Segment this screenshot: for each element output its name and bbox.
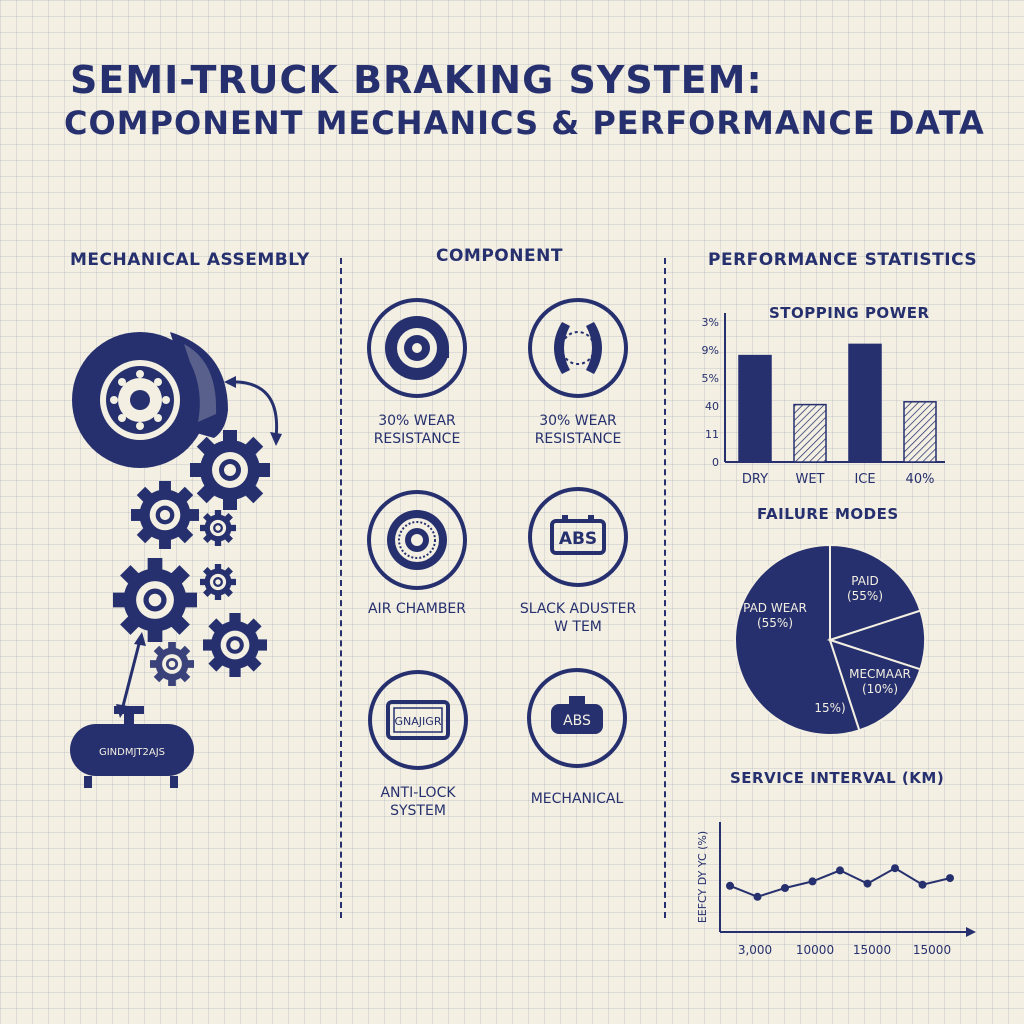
data-point	[753, 892, 762, 901]
component-label-4: SLACK ADUSTER W TEM	[519, 601, 637, 635]
air-tank-label: GINDMJT2AJS	[99, 747, 165, 758]
y-tick-label: 5%	[702, 372, 719, 385]
pie-label: PAID	[851, 574, 878, 588]
y-tick-label: 3%	[702, 316, 719, 329]
y-tick-label: 0	[712, 456, 719, 469]
brake-disc-icon	[72, 332, 228, 468]
component-brake-disc	[367, 298, 467, 398]
right-divider	[664, 258, 666, 918]
x-tick-label: ICE	[854, 472, 875, 487]
pie-label: 15%)	[814, 701, 845, 715]
abs-sensor-icon: ABS	[551, 696, 603, 734]
component-air-chamber	[367, 490, 467, 590]
data-point	[836, 866, 844, 875]
component-label-6: MECHANICAL	[530, 791, 624, 807]
stopping-power-chart: 0 11 40 5% 9% 3% DRY WET ICE 40%	[702, 313, 945, 487]
brake-disc-icon	[385, 316, 450, 380]
component-heading: COMPONENT	[436, 246, 563, 266]
data-point	[726, 881, 734, 890]
bar-40	[903, 401, 937, 463]
air-tank-icon	[70, 706, 194, 788]
x-axis-arrow	[966, 927, 976, 937]
x-tick-label: 3,000	[738, 943, 772, 957]
component-label-2: 30% WEAR RESISTANCE	[534, 413, 622, 447]
page-title: SEMI-TRUCK BRAKING SYSTEM:	[70, 58, 763, 102]
page-subtitle: COMPONENT MECHANICS & PERFORMANCE DATA	[64, 104, 985, 142]
x-tick-label: 15000	[853, 943, 891, 957]
control-unit-text: GNAJIGR	[395, 715, 442, 728]
pie-slice-4	[828, 638, 922, 732]
brake-shoe-icon	[554, 322, 602, 374]
y-tick-label: 11	[705, 428, 719, 441]
component-brake-shoe	[528, 298, 628, 398]
left-divider	[340, 258, 342, 918]
mechanical-assembly-illustration: GINDMJT2AJS	[70, 332, 282, 788]
pie-label: PAD WEAR	[743, 601, 807, 615]
control-unit-icon: GNAJIGR	[386, 700, 450, 740]
bar-dry	[738, 354, 772, 463]
stopping-power-title: STOPPING POWER	[769, 304, 930, 322]
x-tick-label: DRY	[742, 472, 768, 487]
service-interval-chart: EEFCY DY YC (%) 3,000 10000 15000 15000	[696, 822, 976, 957]
data-point	[863, 879, 872, 888]
pie-sublabel: (55%)	[847, 589, 883, 603]
pie-sublabel: (55%)	[757, 616, 793, 630]
data-point	[918, 880, 927, 889]
component-abs-sensor: ABS	[527, 668, 627, 768]
bar-ice	[848, 343, 882, 463]
bar-wet	[793, 403, 827, 463]
component-control-unit: GNAJIGR	[368, 670, 468, 770]
component-label-1: 30% WEAR RESISTANCE	[373, 413, 461, 447]
x-tick-label: WET	[795, 472, 824, 487]
x-tick-label: 40%	[906, 472, 935, 487]
performance-statistics-heading: PERFORMANCE STATISTICS	[708, 250, 978, 270]
y-tick-label: 9%	[702, 344, 719, 357]
y-tick-label: 40	[705, 400, 719, 413]
pie-label: MECMAAR	[849, 667, 911, 681]
service-interval-title: SERVICE INTERVAL (KM)	[730, 769, 945, 787]
failure-modes-title: FAILURE MODES	[757, 505, 899, 523]
data-point	[946, 874, 954, 883]
data-point	[808, 877, 817, 886]
abs-module-icon: ABS	[550, 515, 606, 555]
pie-slice-2	[829, 543, 922, 642]
abs-module-text: ABS	[559, 529, 597, 549]
air-chamber-icon	[387, 510, 447, 570]
data-point	[891, 864, 899, 873]
abs-sensor-text: ABS	[563, 713, 591, 729]
x-tick-label: 10000	[796, 943, 834, 957]
component-abs-module: ABS	[528, 487, 628, 587]
y-axis-label: EEFCY DY YC (%)	[696, 831, 709, 923]
pie-sublabel: (10%)	[862, 682, 898, 696]
data-point	[781, 884, 789, 892]
x-tick-label: 15000	[913, 943, 951, 957]
component-label-3: AIR CHAMBER	[367, 601, 467, 617]
component-label-5: ANTI-LOCK SYSTEM	[380, 785, 456, 819]
mechanical-assembly-heading: MECHANICAL ASSEMBLY	[70, 250, 310, 270]
failure-modes-chart: PAD WEAR(55%)PAID(55%)MECMAAR(10%)15%)	[734, 543, 926, 736]
pie-slice-1	[734, 543, 861, 736]
